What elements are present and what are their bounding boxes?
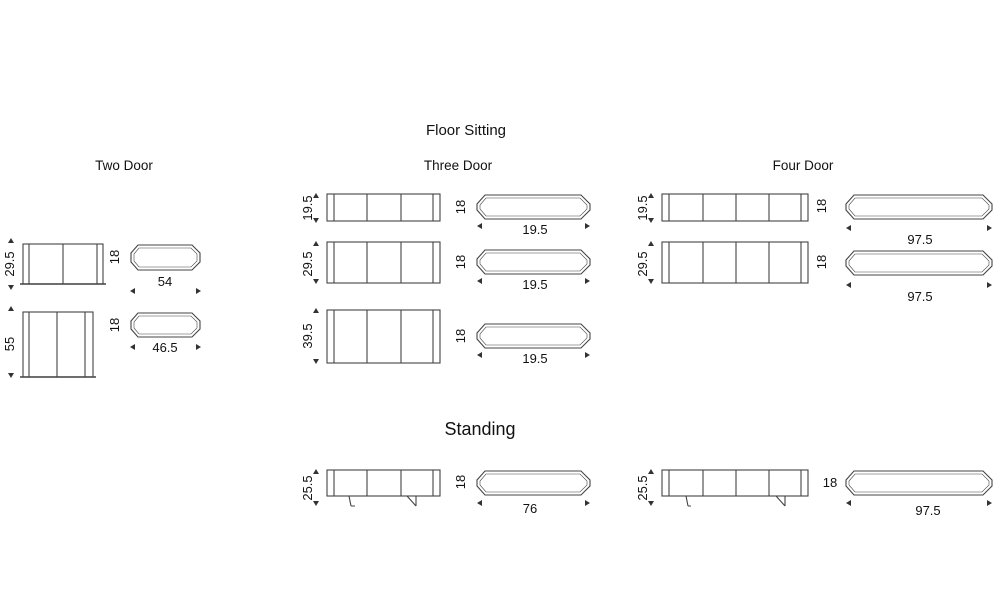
four-door-short-front: [661, 193, 809, 222]
height-dimension: [313, 469, 319, 506]
three-a-height-label: 19.5: [300, 195, 315, 220]
four-a-width-label: 97.5: [907, 232, 932, 247]
three-door-tall-top-view: [476, 323, 591, 349]
stand-four-depth-label: 18: [823, 475, 837, 490]
two-door-tall-top-view: [130, 312, 201, 338]
height-dimension: [648, 193, 654, 223]
width-dimension: [130, 344, 201, 350]
four-a-depth-label: 18: [814, 199, 829, 213]
three-a-width-label: 19.5: [522, 222, 547, 237]
standing-three-door-front: [326, 469, 441, 507]
stand-four-width-label: 97.5: [915, 503, 940, 518]
column-title-four-door: Four Door: [773, 158, 834, 173]
four-b-depth-label: 18: [814, 255, 829, 269]
two-door-low-top-view: [130, 244, 201, 271]
section-title-floor-sitting: Floor Sitting: [426, 122, 506, 139]
three-b-height-label: 29.5: [300, 251, 315, 276]
column-title-two-door: Two Door: [95, 158, 153, 173]
height-dimension: [648, 469, 654, 506]
four-door-medium-front: [661, 241, 809, 284]
height-dimension: [313, 193, 319, 223]
four-b-width-label: 97.5: [907, 289, 932, 304]
three-b-depth-label: 18: [453, 255, 468, 269]
section-title-standing: Standing: [444, 419, 515, 439]
width-dimension: [846, 225, 992, 231]
width-dimension: [846, 282, 992, 288]
two-door-low-front: [20, 243, 106, 285]
standing-four-door-front: [661, 469, 809, 507]
three-door-tall-front: [326, 309, 441, 364]
stand-three-depth-label: 18: [453, 475, 468, 489]
width-dimension: [477, 278, 590, 284]
four-door-short-top-view: [845, 194, 993, 220]
three-door-medium-front: [326, 241, 441, 284]
width-dimension: [846, 500, 992, 506]
height-dimension: [648, 241, 654, 284]
two-b-depth-label: 18: [107, 318, 122, 332]
three-door-short-front: [326, 193, 441, 222]
two-a-height-label: 29.5: [2, 251, 17, 276]
four-b-height-label: 29.5: [635, 251, 650, 276]
two-a-depth-label: 18: [107, 250, 122, 264]
three-c-height-label: 39.5: [300, 323, 315, 348]
width-dimension: [477, 500, 590, 506]
two-door-tall-front: [20, 311, 96, 378]
three-a-depth-label: 18: [453, 200, 468, 214]
stand-four-height-label: 25.5: [635, 475, 650, 500]
three-door-medium-top-view: [476, 249, 591, 275]
height-dimension: [8, 238, 14, 290]
height-dimension: [313, 241, 319, 284]
standing-three-door-top-view: [476, 470, 591, 496]
four-a-height-label: 19.5: [635, 195, 650, 220]
two-b-width-label: 46.5: [152, 340, 177, 355]
three-b-width-label: 19.5: [522, 277, 547, 292]
three-door-short-top-view: [476, 194, 591, 220]
three-c-depth-label: 18: [453, 329, 468, 343]
column-title-three-door: Three Door: [424, 158, 493, 173]
four-door-medium-top-view: [845, 250, 993, 276]
width-dimension: [477, 352, 590, 358]
width-dimension: [477, 223, 590, 229]
height-dimension: [313, 308, 319, 364]
two-b-height-label: 55: [2, 337, 17, 351]
height-dimension: [8, 306, 14, 378]
three-c-width-label: 19.5: [522, 351, 547, 366]
stand-three-width-label: 76: [523, 501, 537, 516]
stand-three-height-label: 25.5: [300, 475, 315, 500]
width-dimension: [130, 288, 201, 294]
standing-four-door-top-view: [845, 470, 993, 496]
two-a-width-label: 54: [158, 274, 172, 289]
